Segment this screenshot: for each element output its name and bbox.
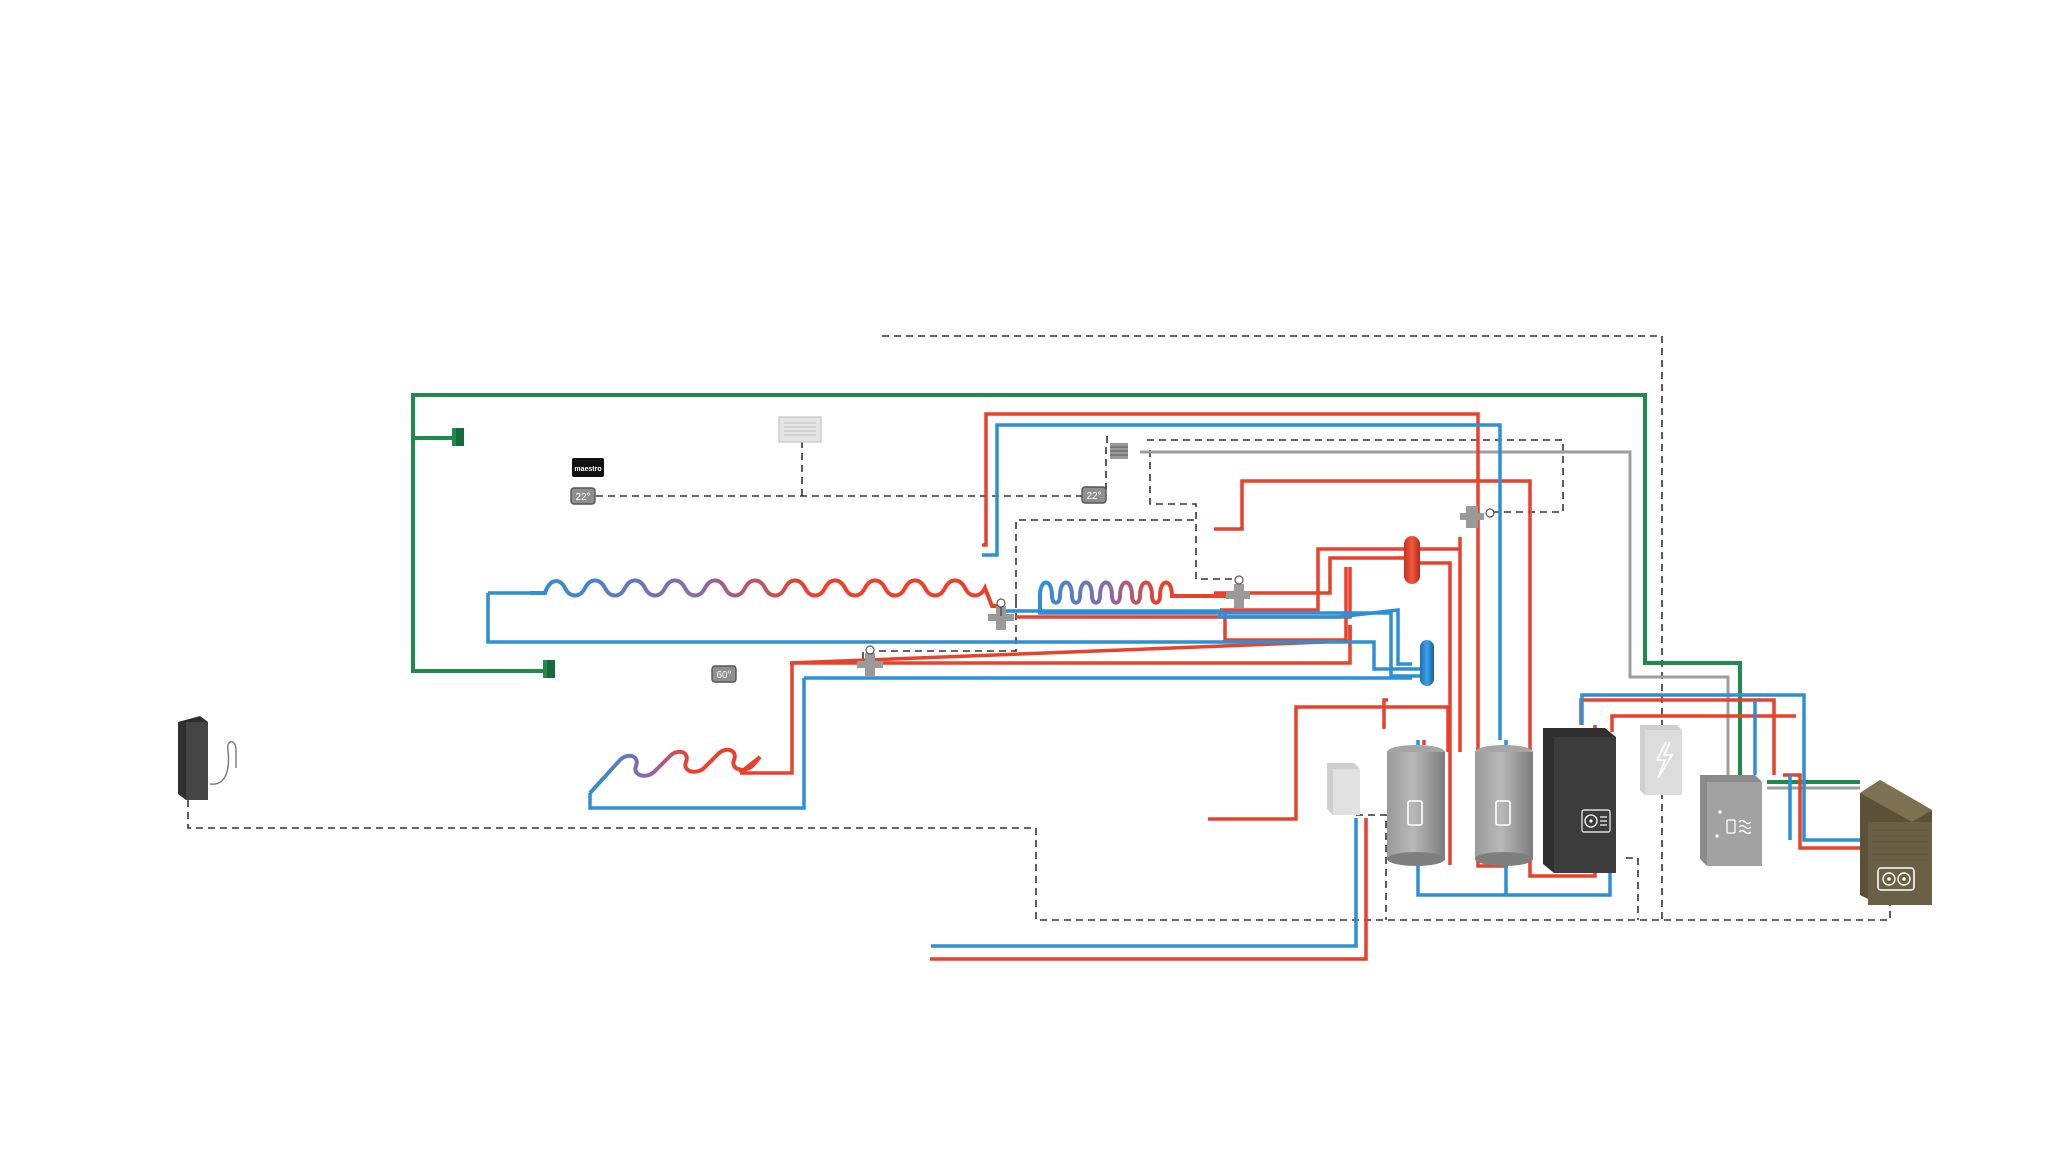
thermostat-right[interactable]: 22° (1081, 486, 1107, 504)
water-waves-icon (1715, 810, 1752, 838)
control-box (1327, 763, 1360, 815)
storage-tank-right (1475, 745, 1533, 866)
outdoor-heat-pump-unit (1860, 780, 1932, 905)
fan-icon (1882, 872, 1911, 886)
maestro-controller[interactable]: maestro (572, 458, 604, 477)
mixing-valve-3[interactable] (1226, 575, 1250, 608)
phone-icon (1407, 800, 1423, 826)
phone-icon (1495, 800, 1511, 826)
mixing-valve-4[interactable] (1460, 506, 1495, 528)
return-pipes (486, 423, 1860, 948)
fan-icon (1584, 814, 1607, 828)
mixing-valve-2[interactable] (857, 645, 883, 677)
thermostat-right-label: 22° (1086, 491, 1101, 502)
lightning-icon (1655, 741, 1674, 779)
hot-water-setpoint-label: 60° (716, 670, 731, 681)
ventilation-duct (411, 393, 1860, 784)
outdoor-sensor (1110, 443, 1128, 459)
supply-pipes (740, 412, 1860, 961)
hot-water-setpoint[interactable]: 60° (711, 665, 737, 683)
indoor-heat-pump-unit (1543, 728, 1616, 873)
vent-terminal-lower (543, 660, 555, 678)
hydro-module (1700, 775, 1762, 866)
refrigerant-line (1140, 450, 1860, 790)
underfloor-coil-lower (588, 747, 762, 795)
expansion-tank-blue (1420, 640, 1434, 686)
underfloor-coil-middle (1038, 580, 1240, 613)
vent-terminal-upper (452, 428, 464, 446)
mixing-valve-1[interactable] (988, 598, 1014, 630)
expansion-tank-red (1404, 536, 1420, 584)
thermostat-left-label: 22° (575, 492, 590, 503)
electric-panel (1640, 725, 1682, 795)
thermostat-left[interactable]: 22° (570, 487, 596, 505)
controller-logo-text: maestro (574, 466, 601, 473)
underfloor-coil-upper (530, 578, 1004, 608)
storage-tank-left (1387, 745, 1445, 866)
radiator (178, 716, 237, 800)
air-grille (778, 416, 822, 443)
